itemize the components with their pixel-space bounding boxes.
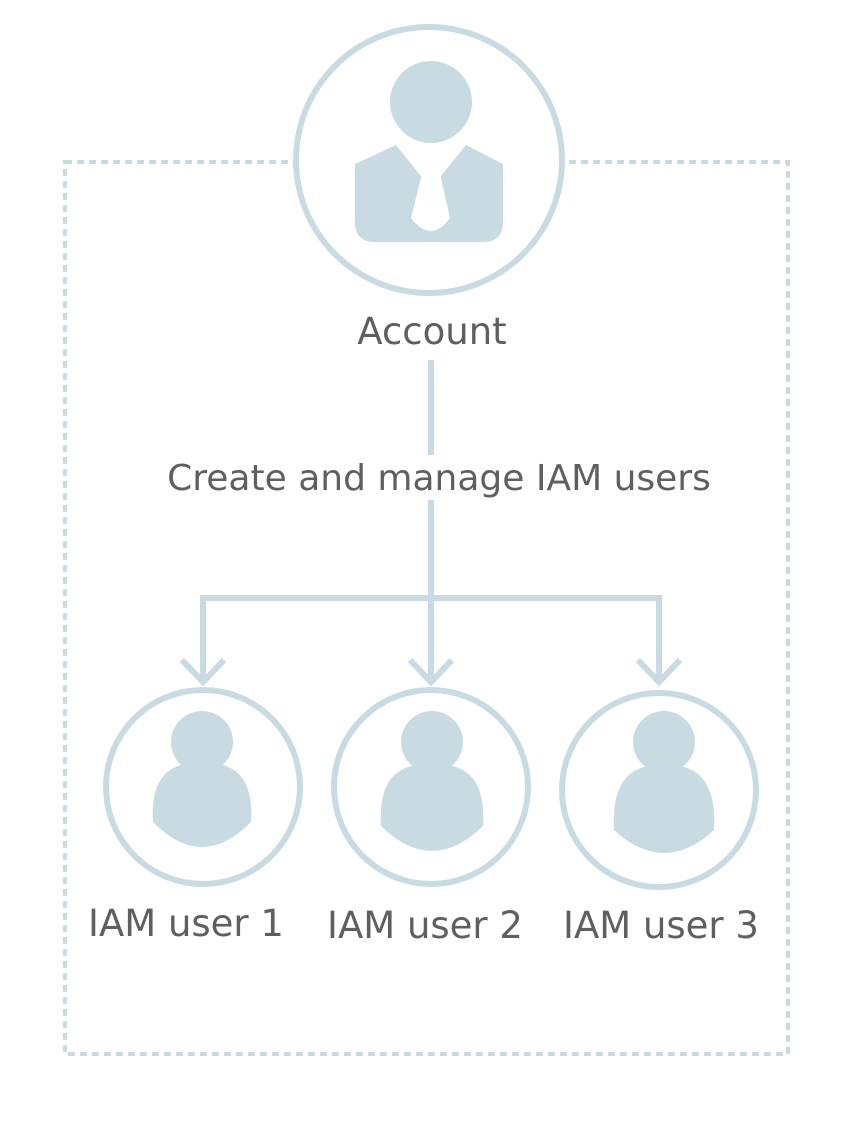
user-icon: [380, 711, 484, 851]
iam-user-node-3: [559, 690, 759, 890]
tie-icon: [411, 166, 450, 231]
arrow-head-user-3: [635, 657, 683, 687]
iam-user-label-1: IAM user 1: [88, 902, 284, 945]
account-label: Account: [357, 310, 506, 353]
iam-user-node-2: [331, 687, 531, 887]
iam-user-label-3: IAM user 3: [563, 904, 759, 947]
account-node: [293, 24, 565, 296]
arrow-head-user-1: [179, 657, 227, 687]
user-icon: [152, 711, 252, 847]
iam-user-node-1: [103, 687, 303, 887]
connector-label: Create and manage IAM users: [167, 458, 711, 499]
arrow-head-user-2: [407, 657, 455, 687]
branch-lines: [200, 595, 662, 680]
user-icon: [613, 711, 715, 853]
iam-user-label-2: IAM user 2: [327, 904, 523, 947]
